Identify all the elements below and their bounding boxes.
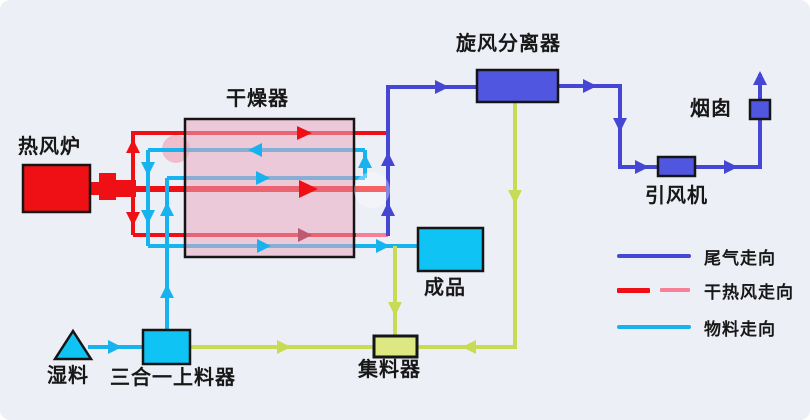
- cyclone-box: [475, 68, 560, 104]
- hot-air-dashed-swatch: [617, 287, 691, 293]
- arrow-up-icon: [160, 202, 174, 216]
- arrow-down-icon: [141, 210, 155, 224]
- furnace-outlet-stub: [90, 182, 99, 195]
- hot-air-arrows: [126, 126, 318, 242]
- fan-to-chimney-line: [695, 74, 762, 169]
- arrow-right-icon: [635, 160, 649, 174]
- arrow-down-icon: [613, 118, 627, 132]
- fines-arrows: [277, 190, 522, 354]
- arrow-right-icon: [583, 79, 597, 93]
- watermark-smudge: [354, 172, 390, 208]
- legend-item-hot-air: 干热风走向: [617, 280, 794, 303]
- arrow-up-icon: [753, 71, 767, 85]
- collector-box: [372, 334, 419, 359]
- product-label: 成品: [424, 275, 466, 299]
- furnace-outlet-flange: [99, 173, 116, 200]
- chimney-box: [748, 98, 772, 121]
- material-arrows: [108, 143, 390, 354]
- arrow-left-icon: [462, 340, 476, 354]
- arrow-down-icon: [141, 162, 155, 176]
- legend-item-material: 物料走向: [617, 317, 776, 340]
- legend-item-exhaust: 尾气走向: [617, 246, 776, 269]
- fan-box: [656, 155, 697, 178]
- arrow-right-icon: [298, 228, 312, 242]
- arrow-up-icon: [126, 139, 140, 153]
- arrow-right-icon: [376, 239, 390, 253]
- feeder-box: [141, 328, 192, 366]
- arrow-right-icon: [297, 126, 312, 140]
- arrow-up-icon: [381, 152, 395, 166]
- exhaust-riser-to-cyclone: [386, 85, 477, 236]
- arrow-right-icon: [299, 180, 318, 198]
- exhaust-line-swatch: [617, 254, 691, 258]
- cyclone-to-fan-line: [558, 84, 658, 169]
- arrow-left-icon: [248, 143, 262, 157]
- cyclone-label: 旋风分离器: [456, 31, 561, 55]
- arrow-right-icon: [277, 340, 291, 354]
- exhaust-arrows: [381, 71, 767, 216]
- cyclone-to-collector-line: [417, 102, 517, 349]
- feeder-label: 三合一上料器: [110, 365, 236, 389]
- arrow-right-icon: [108, 340, 122, 354]
- arrow-down-icon: [508, 190, 522, 204]
- arrow-up-icon: [358, 154, 372, 168]
- arrow-right-icon: [257, 239, 271, 253]
- arrow-up-icon: [160, 284, 174, 298]
- dash-segment: [660, 288, 690, 292]
- furnace-box: [21, 163, 92, 214]
- chimney-label: 烟囱: [690, 96, 732, 120]
- collector-label: 集料器: [358, 357, 421, 381]
- fan-label: 引风机: [645, 183, 708, 207]
- dash-segment: [617, 287, 650, 293]
- dryer-box: [183, 117, 356, 259]
- arrow-right-icon: [256, 171, 270, 185]
- product-box: [416, 226, 485, 273]
- wet-material-triangle: [52, 328, 94, 361]
- arrow-up-icon: [381, 202, 395, 216]
- legend-label: 干热风走向: [704, 282, 794, 303]
- arrow-right-icon: [435, 80, 449, 94]
- arrow-down-icon: [388, 302, 402, 316]
- furnace-label: 热风炉: [18, 134, 81, 158]
- wet-material-label: 湿料: [47, 363, 89, 387]
- arrow-down-icon: [126, 212, 140, 226]
- material-line-swatch: [617, 325, 691, 329]
- legend-label: 尾气走向: [704, 248, 776, 269]
- legend-label: 物料走向: [704, 319, 776, 340]
- hot-air-junction-block: [116, 180, 136, 197]
- dryer-label: 干燥器: [226, 86, 289, 110]
- arrow-right-icon: [724, 160, 738, 174]
